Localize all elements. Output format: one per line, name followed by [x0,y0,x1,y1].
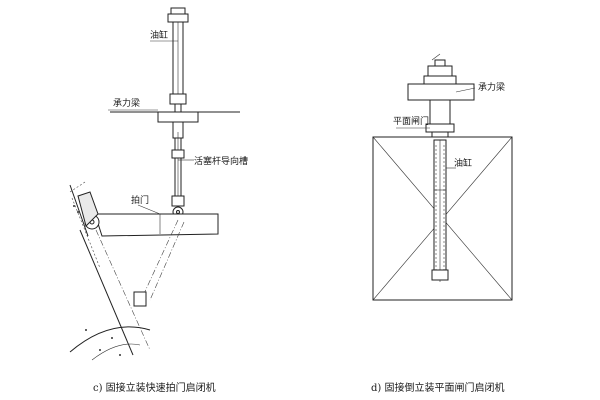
left-flap-gate [77,191,219,237]
label-left-flap-gate: 拍门 [131,194,149,206]
caption-right: d) 固接倒立装平面闸门启闭机 [371,381,504,394]
caption-left: c) 固接立装快速拍门启闭机 [93,381,216,394]
left-leaders [108,40,194,215]
label-right-bearing-beam: 承力梁 [478,81,505,93]
left-panel-drawing: 油缸 承力梁 活塞杆导向槽 拍门 [69,7,248,361]
label-left-bearing-beam: 承力梁 [113,97,140,109]
right-hoist-head [423,53,457,85]
label-left-piston-rod-guide: 活塞杆导向槽 [194,155,248,167]
label-right-flat-gate: 平面闸门 [393,115,429,127]
right-bearing-beam [407,83,475,101]
label-right-cylinder: 油缸 [454,157,472,169]
right-leaders [396,87,476,169]
left-bearing-beam [110,111,240,123]
left-inclined-frame [69,181,185,361]
label-left-cylinder: 油缸 [150,29,168,41]
left-piston-rod [171,121,185,218]
left-cylinder [167,7,189,113]
right-cylinder [431,139,449,282]
right-cylinder-support [425,99,455,141]
right-panel-drawing: 承力梁 平面闸门 油缸 [372,53,513,301]
